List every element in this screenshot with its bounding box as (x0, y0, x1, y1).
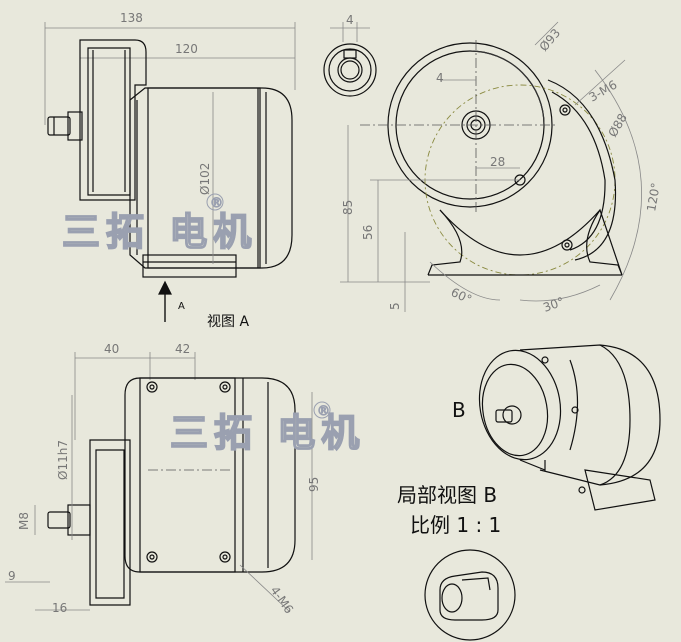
dim-dia-11h7: Ø11h7 (56, 440, 70, 480)
dim-m8: M8 (17, 512, 31, 530)
front-view: 4 28 85 56 5 Ø93 3-M6 Ø88 120° 60° 30° (340, 21, 663, 315)
dim-120: 120 (175, 42, 198, 56)
dim-angle-120: 120° (644, 182, 663, 213)
dim-4-m6: 4-M6 (268, 584, 297, 617)
dim-4-top: 4 (346, 13, 354, 27)
dim-138: 138 (120, 11, 143, 25)
dim-dia-88: Ø88 (605, 111, 629, 139)
isometric-view: B (452, 344, 661, 511)
dim-9: 9 (8, 569, 16, 583)
dim-dia-102: Ø102 (198, 163, 212, 195)
watermark-bottom: 三拓 电机 ® (169, 401, 365, 456)
watermark-reg-top: ® (210, 196, 223, 211)
dim-dia-93: Ø93 (537, 26, 564, 54)
dim-3-m6: 3-M6 (587, 77, 620, 104)
side-view-bottom: 40 42 Ø11h7 M8 95 4-M6 9 16 (5, 342, 321, 616)
detail-scale: 比例 1 : 1 (410, 513, 501, 537)
arrow-a-label: A (178, 301, 185, 312)
watermark-reg-bottom: ® (317, 404, 330, 419)
view-b-marker: B (452, 398, 466, 422)
dim-16: 16 (52, 601, 67, 615)
dim-angle-60: 60° (449, 285, 474, 307)
watermark-text-bottom: 三拓 电机 (170, 411, 365, 455)
dim-5: 5 (388, 302, 402, 310)
dim-angle-30: 30° (541, 294, 566, 314)
dim-85: 85 (341, 200, 355, 215)
detail-b: 局部视图 B 比例 1 : 1 (397, 483, 516, 641)
dim-28: 28 (490, 155, 505, 169)
dim-95: 95 (307, 477, 321, 492)
detail-title: 局部视图 B (397, 483, 497, 507)
side-view-top: 138 120 Ø102 A 视图 A (44, 11, 296, 330)
dim-42: 42 (175, 342, 190, 356)
view-a-title: 视图 A (207, 314, 249, 330)
watermark-text-top: 三拓 电机 (62, 210, 257, 254)
watermark-top: 三拓 电机 ® (61, 193, 257, 255)
dim-4-key: 4 (436, 71, 444, 85)
shaft-end-view: 4 (323, 13, 377, 97)
dim-56: 56 (361, 225, 375, 240)
dim-40: 40 (104, 342, 119, 356)
